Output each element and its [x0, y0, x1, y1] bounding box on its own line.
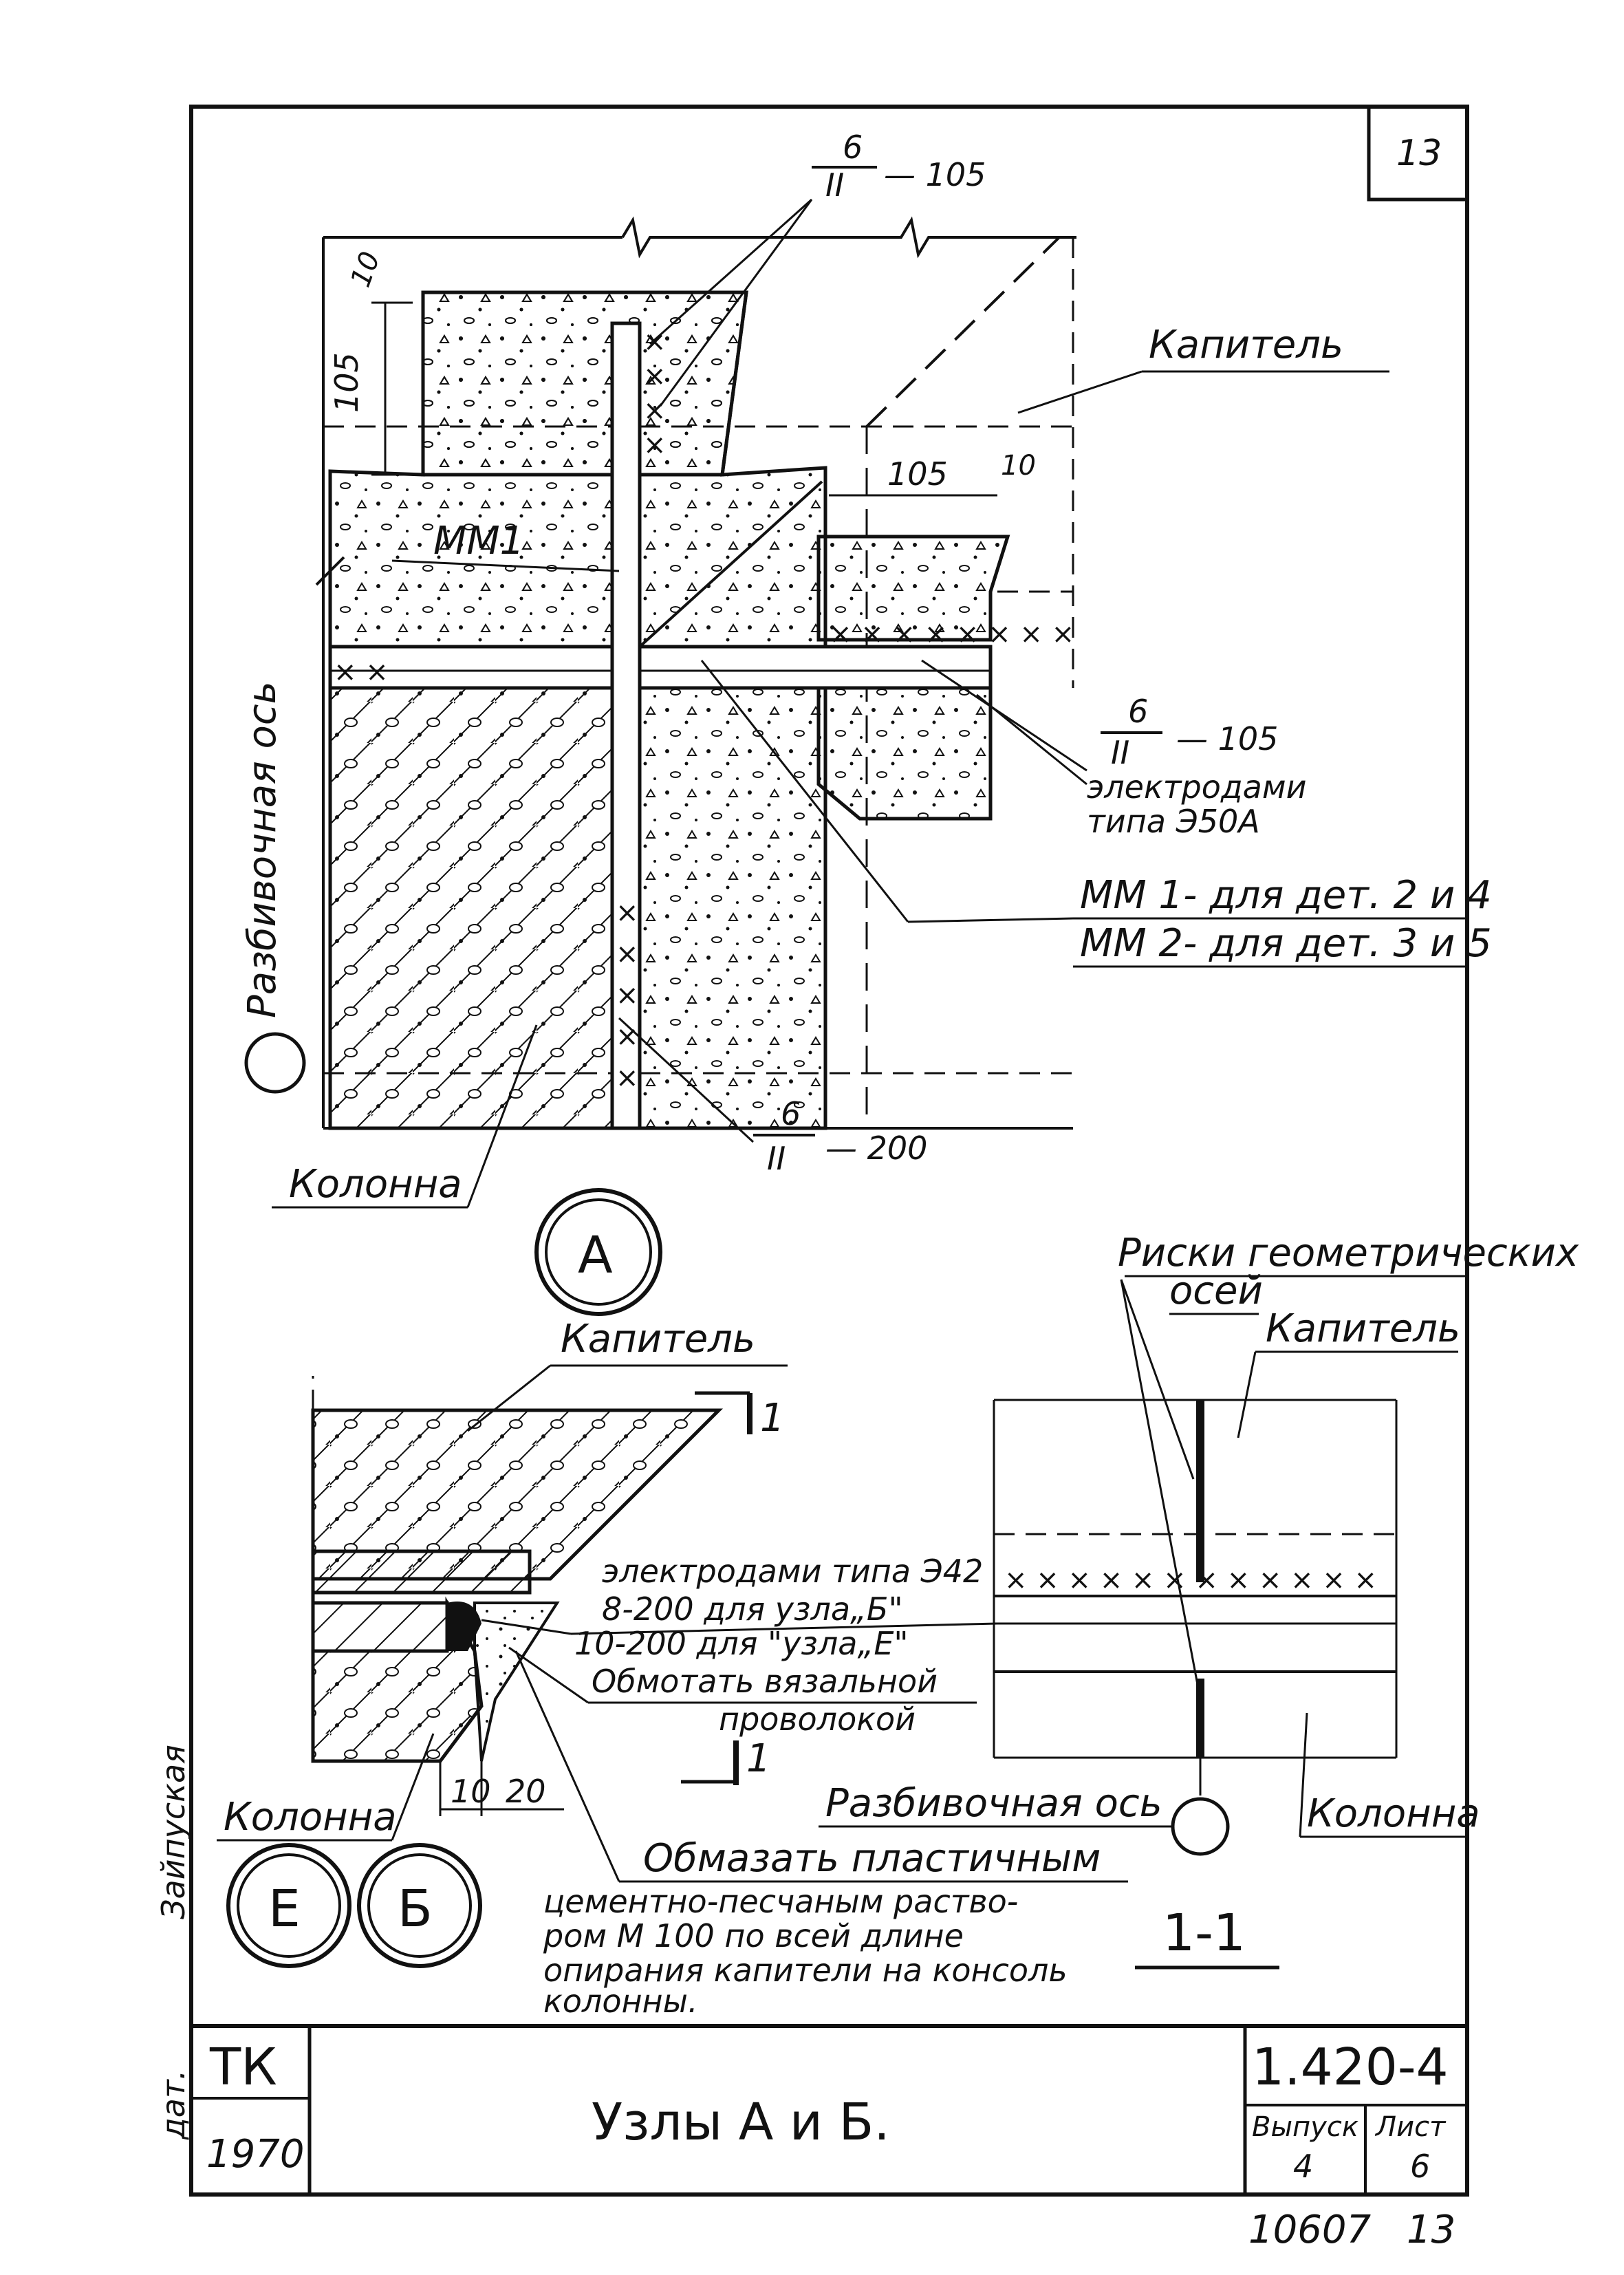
- node-b-weld-e: 10-200 для "узла„Е": [574, 1625, 909, 1662]
- weld-bottom-den: II: [767, 1140, 786, 1177]
- svg-text:×: ×: [616, 980, 639, 1011]
- svg-text:× × × × × × × × × × × ×: × × × × × × × × × × × ×: [1004, 1564, 1377, 1596]
- node-a-marker: [534, 1188, 662, 1316]
- weld-right-num: 6: [1128, 693, 1148, 730]
- node-b-wrap-line1: Обмотать вязальной: [592, 1663, 938, 1700]
- weld-top-len: — 105: [884, 156, 986, 193]
- dim-105-vertical: 105: [328, 352, 365, 413]
- dim-10-vertical: 10: [345, 248, 387, 292]
- mortar-line4: опирания капители на консоль: [543, 1952, 1068, 1989]
- node-b-kapitel-label: Капитель: [561, 1317, 755, 1361]
- electrodes-line1: электродами: [1087, 768, 1306, 806]
- archive-number: 10607: [1248, 2208, 1372, 2252]
- weld-bottom-num: 6: [781, 1095, 801, 1132]
- node-b-wrap-line2: проволокой: [719, 1701, 916, 1738]
- node-a-kapitel-label: Капитель: [1149, 323, 1343, 367]
- side-note-2: дат.: [155, 2070, 192, 2140]
- dim-105-horizontal: 105: [887, 455, 948, 493]
- mm-note-2: ММ 2- для дет. 3 и 5: [1080, 921, 1492, 966]
- electrodes-line2: типа Э50А: [1087, 803, 1260, 840]
- svg-text:×: ×: [643, 360, 667, 392]
- mortar-line5: колонны.: [543, 1983, 698, 2020]
- section-column-label: Колонна: [1307, 1791, 1480, 1836]
- axis-bubble-section: [1171, 1797, 1230, 1856]
- series-code: 1.420-4: [1252, 2038, 1449, 2097]
- mm-note-1: ММ 1- для дет. 2 и 4: [1080, 873, 1492, 918]
- node-a-marker-letter: А: [578, 1226, 613, 1285]
- node-b-marker: [357, 1843, 482, 1968]
- weld-bottom-len: — 200: [825, 1130, 927, 1167]
- sheet-frame: 13: [189, 105, 1469, 2197]
- node-a-mm1-label: ММ1: [433, 519, 524, 563]
- node-a-detail: × × × × × × × × × × × × × × × × × × × 10…: [240, 129, 1492, 1316]
- svg-text:×: ×: [616, 897, 639, 929]
- axis-bubble-a: [244, 1032, 306, 1094]
- section-axes-line1: Риски геометрических: [1118, 1231, 1579, 1275]
- node-b-column-label: Колонна: [224, 1795, 397, 1840]
- node-a-column-label: Колонна: [289, 1162, 462, 1207]
- weld-right-den: II: [1111, 734, 1129, 771]
- svg-text:×: ×: [643, 326, 667, 358]
- svg-text:×: ×: [616, 1062, 639, 1094]
- sheet-value: 6: [1410, 2148, 1430, 2185]
- mortar-line3: ром М 100 по всей длине: [543, 1917, 964, 1954]
- side-note: Зайпуская: [155, 1745, 192, 1919]
- org-code: ТК: [209, 2038, 277, 2097]
- archive-page: 13: [1407, 2208, 1455, 2252]
- page-number: 13: [1396, 133, 1442, 174]
- title-block: ТК 1970 Узлы А и Б. 1.420-4 Выпуск 4 Лис…: [155, 1745, 1467, 2252]
- section-mark-bottom: 1: [746, 1736, 771, 1781]
- sheet-label: Лист: [1374, 2111, 1447, 2143]
- mortar-line2: цементно-песчаным раство-: [543, 1883, 1018, 1920]
- node-b-weld-b: 8-200 для узла„Б": [602, 1591, 903, 1628]
- node-b-detail: 1 1 Капитель электродами типа Э42 8-200 …: [217, 1317, 1128, 2020]
- section-title: 1-1: [1162, 1904, 1246, 1963]
- mortar-line1: Обмазать пластичным: [643, 1836, 1101, 1881]
- node-b-marker-letter: Б: [398, 1879, 433, 1939]
- weld-right-len: — 105: [1176, 720, 1278, 757]
- svg-text:×: ×: [616, 938, 639, 970]
- section-mark-top: 1: [760, 1396, 785, 1441]
- node-b-electrodes-note: электродами типа Э42: [602, 1553, 983, 1590]
- year: 1970: [206, 2132, 305, 2177]
- issue-value: 4: [1293, 2148, 1313, 2185]
- node-b-dim-10: 10: [451, 1773, 491, 1810]
- svg-text:× ×: × ×: [334, 656, 389, 688]
- section-axis-label: Разбивочная ось: [825, 1781, 1162, 1826]
- svg-text:×: ×: [643, 395, 667, 427]
- dim-10-horizontal: 10: [1001, 450, 1036, 482]
- svg-text:×: ×: [643, 429, 667, 461]
- svg-text:× × × × × × × ×: × × × × × × × ×: [829, 618, 1074, 650]
- weld-top-den: II: [825, 166, 844, 204]
- node-b-dim-20: 20: [506, 1773, 546, 1810]
- node-a-axis-label: Разбивочная ось: [240, 681, 285, 1018]
- section-1-1-detail: × × × × × × × × × × × × Риски геометриче…: [819, 1231, 1579, 1970]
- section-kapitel-label: Капитель: [1266, 1306, 1460, 1351]
- issue-label: Выпуск: [1252, 2111, 1358, 2143]
- node-e-marker-letter: Е: [268, 1879, 301, 1939]
- drawing-title: Узлы А и Б.: [592, 2093, 890, 2152]
- node-e-marker: [226, 1843, 351, 1968]
- weld-top-num: 6: [843, 129, 863, 166]
